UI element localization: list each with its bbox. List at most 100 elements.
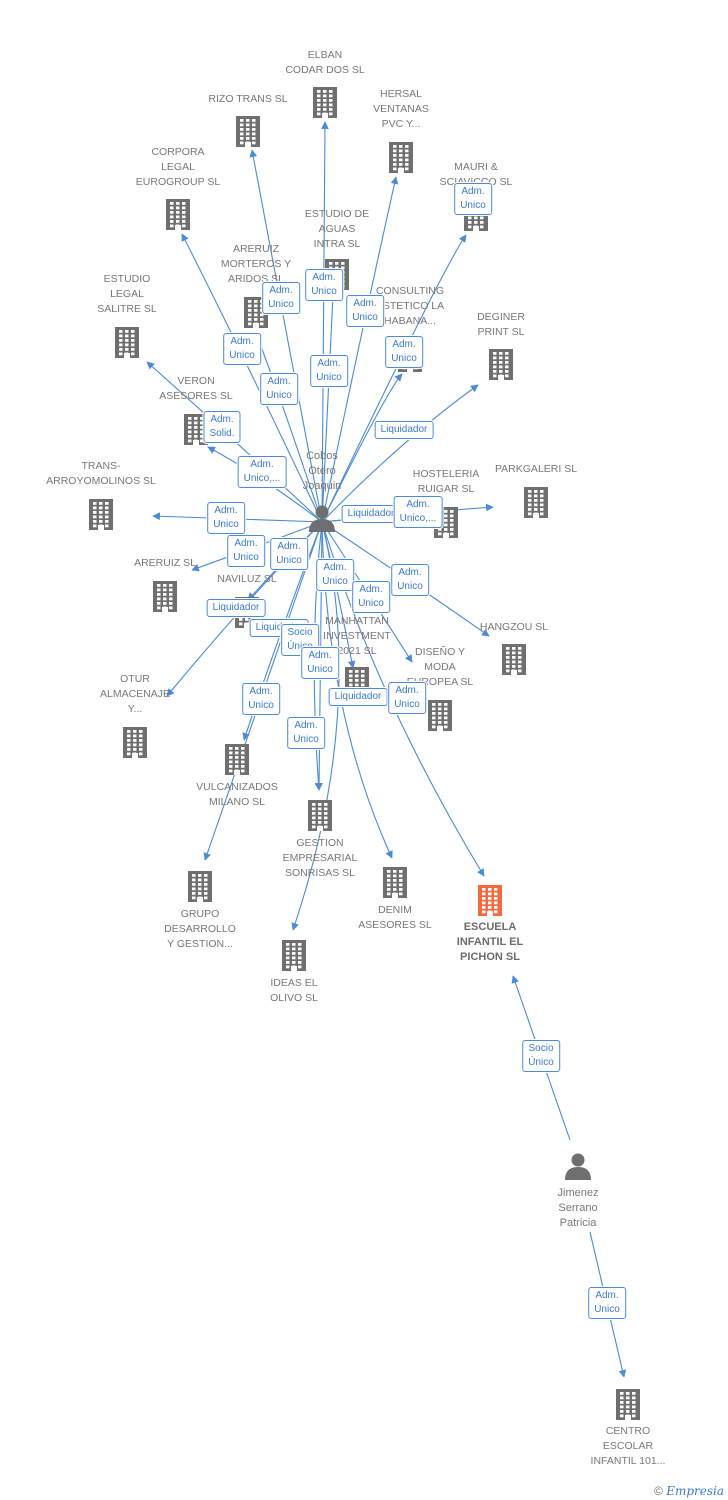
copyright-symbol: © (654, 1484, 663, 1498)
company-node[interactable]: DEGINER PRINT SL (441, 310, 561, 340)
company-node[interactable]: VERON ASESORES SL (136, 374, 256, 404)
company-node[interactable]: GRUPO DESARROLLO Y GESTION... (140, 907, 260, 952)
company-node[interactable]: NAVILUZ SL (187, 572, 307, 587)
role-badge: Adm. Unico (305, 269, 343, 301)
company-node[interactable]: CENTRO ESCOLAR INFANTIL 101... (568, 1424, 688, 1469)
company-name[interactable]: ARERUIZ SL (134, 557, 196, 569)
company-name[interactable]: ESTUDIO LEGAL SALITRE SL (97, 273, 157, 315)
company-name[interactable]: CORPORA LEGAL EUROGROUP SL (135, 146, 221, 188)
company-node[interactable]: MANHATTAN INVESTMENT 2021 SL (297, 614, 417, 659)
company-node[interactable]: HANGZOU SL (454, 620, 574, 635)
company-node[interactable]: HERSAL VENTANAS PVC Y... (341, 87, 461, 132)
company-name[interactable]: GESTION EMPRESARIAL SONRISAS SL (282, 837, 358, 879)
relation-edge (321, 294, 337, 523)
relation-edge (181, 233, 323, 523)
company-name[interactable]: VERON ASESORES SL (159, 375, 233, 402)
company-node[interactable]: IDEAS EL OLIVO SL (234, 976, 354, 1006)
company-name[interactable]: MANHATTAN INVESTMENT 2021 SL (323, 615, 391, 657)
role-badge: Adm. Unico (301, 647, 339, 679)
company-node[interactable]: VULCANIZADOS MILANO SL (177, 780, 297, 810)
person-icon[interactable] (563, 1151, 593, 1186)
company-name[interactable]: GRUPO DESARROLLO Y GESTION... (164, 908, 236, 950)
building-icon[interactable] (163, 195, 193, 231)
building-icon[interactable] (499, 640, 529, 676)
building-icon[interactable] (380, 863, 410, 899)
role-badge: Adm. Unico (270, 538, 308, 570)
company-name[interactable]: RIZO TRANS SL (208, 93, 288, 105)
company-name[interactable]: DEGINER PRINT SL (477, 311, 525, 338)
person-name[interactable]: Jimenez Serrano Patricia (557, 1187, 599, 1229)
company-node[interactable]: MAURI & SCIAVICCO SL (416, 160, 536, 190)
company-node[interactable]: ESCUELA INFANTIL EL PICHON SL (430, 920, 550, 965)
company-name[interactable]: OTUR ALMACENAJE Y... (99, 673, 171, 715)
role-badge: Adm. Unico (454, 183, 492, 215)
role-badge: Liquidador (341, 505, 401, 523)
company-node[interactable]: CONSULTING ESTETICO LA HABANA... (350, 284, 470, 329)
building-icon[interactable] (305, 796, 335, 832)
company-node[interactable]: ARERUIZ MORTEROS Y ARIDOS SL (196, 242, 316, 287)
company-node[interactable]: ESTUDIO LEGAL SALITRE SL (67, 272, 187, 317)
role-badge: Adm. Solid. (203, 411, 241, 443)
building-icon[interactable] (86, 495, 116, 531)
relation-edge (321, 384, 479, 523)
person-name[interactable]: Cobos Otero Joaquin (302, 450, 342, 492)
company-name[interactable]: PARKGALERI SL (494, 463, 578, 475)
role-badge: Adm. Unico (310, 355, 348, 387)
company-name[interactable]: IDEAS EL OLIVO SL (270, 977, 318, 1004)
role-badge: Adm. Unico (385, 336, 423, 368)
company-node[interactable]: OTUR ALMACENAJE Y... (75, 672, 195, 717)
company-node[interactable]: DENIM ASESORES SL (335, 903, 455, 933)
company-name[interactable]: ELBAN CODAR DOS SL (285, 49, 365, 76)
building-icon[interactable] (222, 740, 252, 776)
person-icon[interactable] (307, 503, 337, 538)
company-name[interactable]: MAURI & SCIAVICCO SL (439, 161, 513, 188)
company-node[interactable]: ARERUIZ SL (105, 556, 225, 571)
building-icon[interactable] (613, 1385, 643, 1421)
company-node[interactable]: GESTION EMPRESARIAL SONRISAS SL (260, 836, 380, 881)
company-name[interactable]: ESTUDIO DE AGUAS INTRA SL (304, 208, 370, 250)
company-name[interactable]: VULCANIZADOS MILANO SL (196, 781, 278, 808)
building-icon[interactable] (185, 867, 215, 903)
building-icon[interactable] (521, 483, 551, 519)
building-icon[interactable] (150, 577, 180, 613)
role-badge: Adm. Unico (242, 683, 280, 715)
relation-edge (321, 373, 403, 523)
company-node[interactable]: CORPORA LEGAL EUROGROUP SL (118, 145, 238, 190)
building-icon[interactable] (386, 138, 416, 174)
role-badge: Liquidador (374, 421, 434, 439)
relation-edge (254, 332, 323, 523)
company-node[interactable]: PARKGALERI SL (476, 462, 596, 477)
company-name[interactable]: TRANS- ARROYOMOLINOS SL (46, 460, 156, 487)
building-icon[interactable] (112, 323, 142, 359)
company-name[interactable]: HOSTELERIA RUIGAR SL (412, 468, 480, 495)
company-name[interactable]: HERSAL VENTANAS PVC Y... (373, 88, 429, 130)
building-icon[interactable] (279, 936, 309, 972)
relation-edge (321, 121, 329, 523)
company-node[interactable]: ESTUDIO DE AGUAS INTRA SL (277, 207, 397, 252)
building-icon[interactable] (425, 696, 455, 732)
relation-edge (321, 176, 399, 523)
company-name[interactable]: ARERUIZ MORTEROS Y ARIDOS SL (220, 243, 292, 285)
building-icon[interactable] (310, 83, 340, 119)
building-icon[interactable] (486, 345, 516, 381)
company-name[interactable]: CONSULTING ESTETICO LA HABANA... (375, 285, 445, 327)
company-name[interactable]: CENTRO ESCOLAR INFANTIL 101... (590, 1425, 666, 1467)
relation-edge (249, 149, 323, 523)
company-name[interactable]: NAVILUZ SL (217, 573, 277, 585)
role-badge: Liquidador (328, 688, 388, 706)
role-badge: Adm. Unico (262, 282, 300, 314)
role-badge: Adm. Unico,... (237, 456, 287, 488)
company-name[interactable]: DENIM ASESORES SL (358, 904, 432, 931)
role-badge: Adm. Unico (207, 502, 245, 534)
footer-brand: © Empresia (654, 1484, 724, 1498)
company-node[interactable]: TRANS- ARROYOMOLINOS SL (41, 459, 161, 489)
company-name[interactable]: HANGZOU SL (479, 621, 549, 633)
company-node[interactable]: ELBAN CODAR DOS SL (265, 48, 385, 78)
role-badge: Adm. Unico (391, 564, 429, 596)
building-icon[interactable] (120, 723, 150, 759)
company-node[interactable]: RIZO TRANS SL (188, 92, 308, 107)
company-name[interactable]: ESCUELA INFANTIL EL PICHON SL (456, 921, 524, 963)
company-node[interactable]: HOSTELERIA RUIGAR SL (386, 467, 506, 497)
building-icon[interactable] (233, 112, 263, 148)
building-icon[interactable] (475, 881, 505, 917)
